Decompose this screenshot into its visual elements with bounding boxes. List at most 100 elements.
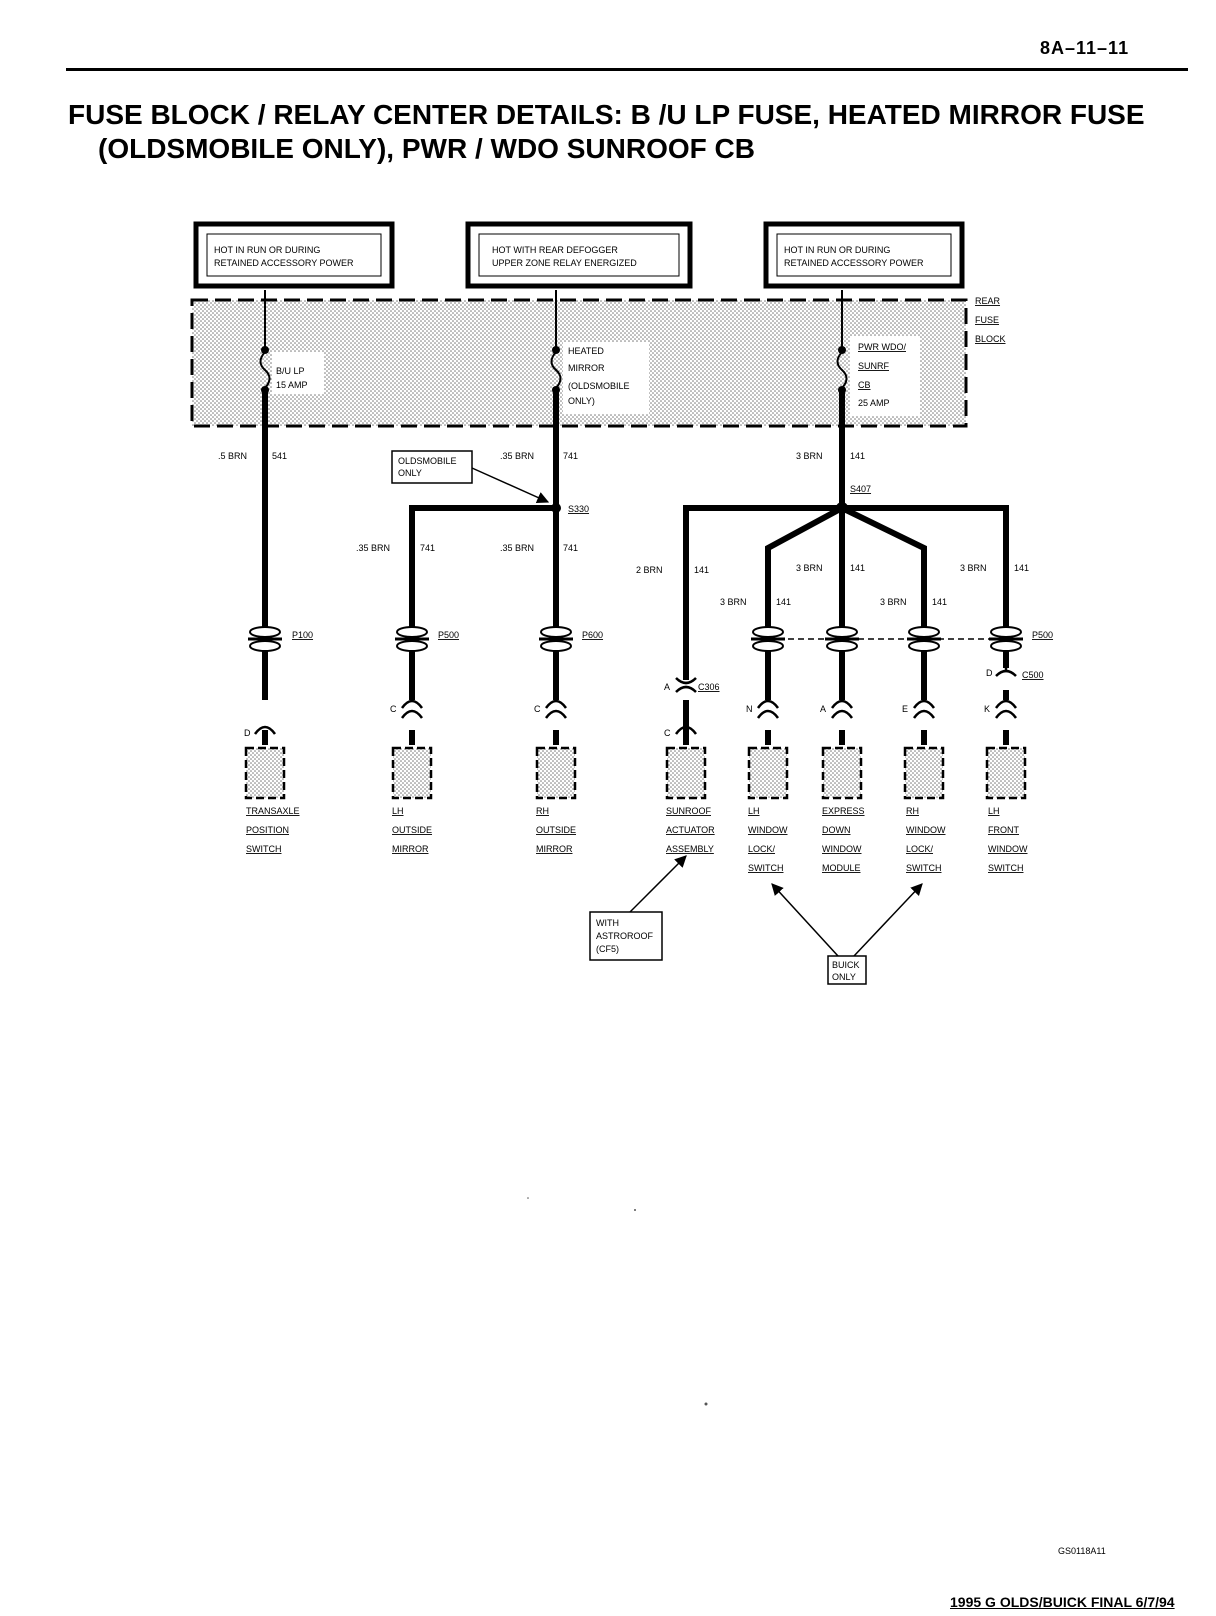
fuse-3-line3: CB [858, 380, 871, 390]
pin-sunroof: C [664, 728, 671, 738]
comp-1-l2: POSITION [246, 825, 289, 835]
w141-express-gauge: 3 BRN [796, 563, 823, 573]
note-astroroof-line3: (CF5) [596, 944, 619, 954]
comp-5-l2: WINDOW [748, 825, 788, 835]
comp-6-l3: WINDOW [822, 844, 862, 854]
splice-s407 [836, 502, 848, 514]
comp-5-l3: LOCK/ [748, 844, 776, 854]
connector-p500-left [395, 626, 429, 652]
c500-label: C500 [1022, 670, 1044, 680]
component-boxes [244, 746, 1027, 800]
pin-rh-mirror: C [534, 704, 541, 714]
note-buick-line1: BUICK [832, 960, 860, 970]
connector-p500-right-rh [907, 626, 941, 652]
hot-box-1-line2: RETAINED ACCESSORY POWER [214, 258, 354, 268]
w741-main-circuit: 741 [563, 451, 578, 461]
comp-8-l2: FRONT [988, 825, 1019, 835]
hot-box-2: HOT WITH REAR DEFOGGER UPPER ZONE RELAY … [465, 221, 693, 289]
component-box-rh-mirror [535, 746, 577, 800]
connector-p500-right-express [825, 626, 859, 652]
top-rule [66, 68, 1188, 71]
comp-5-l1: LH [748, 806, 760, 816]
comp-8-l4: SWITCH [988, 863, 1024, 873]
splice-s330-label: S330 [568, 504, 589, 514]
c306-label: C306 [698, 682, 720, 692]
comp-6-l1: EXPRESS [822, 806, 865, 816]
pin-lh-mirror: C [390, 704, 397, 714]
comp-2-l1: LH [392, 806, 404, 816]
w141-main-gauge: 3 BRN [796, 451, 823, 461]
hot-box-1: HOT IN RUN OR DURING RETAINED ACCESSORY … [193, 221, 395, 289]
c500-pin: D [986, 668, 993, 678]
pin-express: A [820, 704, 826, 714]
p500-left-label: P500 [438, 630, 459, 640]
comp-3-l2: OUTSIDE [536, 825, 576, 835]
hot-box-3: HOT IN RUN OR DURING RETAINED ACCESSORY … [763, 221, 965, 289]
p600-label: P600 [582, 630, 603, 640]
p100-label: P100 [292, 630, 313, 640]
comp-3-l1: RH [536, 806, 549, 816]
p500-right-label: P500 [1032, 630, 1053, 640]
w141-rh-circuit: 141 [932, 597, 947, 607]
comp-2-l3: MIRROR [392, 844, 429, 854]
component-box-lh-mirror [391, 746, 433, 800]
fuse-1-line1: B/U LP [276, 366, 305, 376]
connector-p500-right-lh [751, 626, 785, 652]
connector-c500 [995, 668, 1017, 677]
scan-specks [527, 1197, 708, 1406]
fuse-2-line3: (OLDSMOBILE [568, 381, 630, 391]
note-oldsmobile-line2: ONLY [398, 468, 422, 478]
comp-2-l2: OUTSIDE [392, 825, 432, 835]
comp-4-l2: ACTUATOR [666, 825, 715, 835]
w541-gauge: .5 BRN [218, 451, 247, 461]
connector-c306 [675, 677, 697, 693]
w741-right-circuit: 741 [563, 543, 578, 553]
comp-7-l2: WINDOW [906, 825, 946, 835]
fuse-block-label-1: REAR [975, 296, 1001, 306]
note-oldsmobile-line1: OLDSMOBILE [398, 456, 457, 466]
w741-main-gauge: .35 BRN [500, 451, 534, 461]
component-box-express [821, 746, 863, 800]
figure-code: GS0118A11 [1058, 1546, 1106, 1556]
component-box-transaxle [244, 746, 286, 800]
w141-front-circuit: 141 [1014, 563, 1029, 573]
fuse-2-line2: MIRROR [568, 363, 605, 373]
fuse-block-label-2: FUSE [975, 315, 999, 325]
comp-8-l3: WINDOW [988, 844, 1028, 854]
component-pins: D C C C N A E K [244, 704, 990, 738]
pin-front: K [984, 704, 990, 714]
comp-7-l1: RH [906, 806, 919, 816]
comp-1-l1: TRANSAXLE [246, 806, 300, 816]
footer-edition: 1995 G OLDS/BUICK FINAL 6/7/94 [950, 1594, 1175, 1610]
component-labels: TRANSAXLE POSITION SWITCH LH OUTSIDE MIR… [246, 806, 1028, 873]
fuse-bu-lp: B/U LP 15 AMP [259, 346, 324, 394]
c306-pin: A [664, 682, 670, 692]
wire-labels: .5 BRN 541 .35 BRN 741 .35 BRN 741 .35 B… [218, 451, 1029, 607]
w141-rh-gauge: 3 BRN [880, 597, 907, 607]
pin-rh-window: E [902, 704, 908, 714]
circuit-breaker-pwr-wdo-sunrf: PWR WDO/ SUNRF CB 25 AMP [836, 336, 920, 416]
fuse-3-line2: SUNRF [858, 361, 890, 371]
comp-7-l4: SWITCH [906, 863, 942, 873]
note-with-astroroof: WITH ASTROROOF (CF5) [589, 855, 687, 961]
inline-connectors: P100 P500 P600 P500 C306 A C500 D [248, 626, 1053, 693]
w141-express-circuit: 141 [850, 563, 865, 573]
harness-wires [262, 392, 1009, 745]
pin-lh-window: N [746, 704, 753, 714]
fuse-1-line2: 15 AMP [276, 380, 308, 390]
page-number: 8A–11–11 [1040, 38, 1130, 58]
w741-right-gauge: .35 BRN [500, 543, 534, 553]
connector-p600 [539, 626, 573, 652]
fuse-3-line4: 25 AMP [858, 398, 890, 408]
hot-box-2-line2: UPPER ZONE RELAY ENERGIZED [492, 258, 637, 268]
fuse-3-line1: PWR WDO/ [858, 342, 906, 352]
comp-4-l1: SUNROOF [666, 806, 712, 816]
component-connectors [253, 699, 1018, 735]
note-buick-only: BUICK ONLY [771, 883, 923, 985]
comp-6-l4: MODULE [822, 863, 861, 873]
w141-front-gauge: 3 BRN [960, 563, 987, 573]
comp-8-l1: LH [988, 806, 1000, 816]
title-line-2: (OLDSMOBILE ONLY), PWR / WDO SUNROOF CB [98, 133, 755, 164]
connector-p100 [248, 626, 282, 652]
w141-sunroof-circuit: 141 [694, 565, 709, 575]
